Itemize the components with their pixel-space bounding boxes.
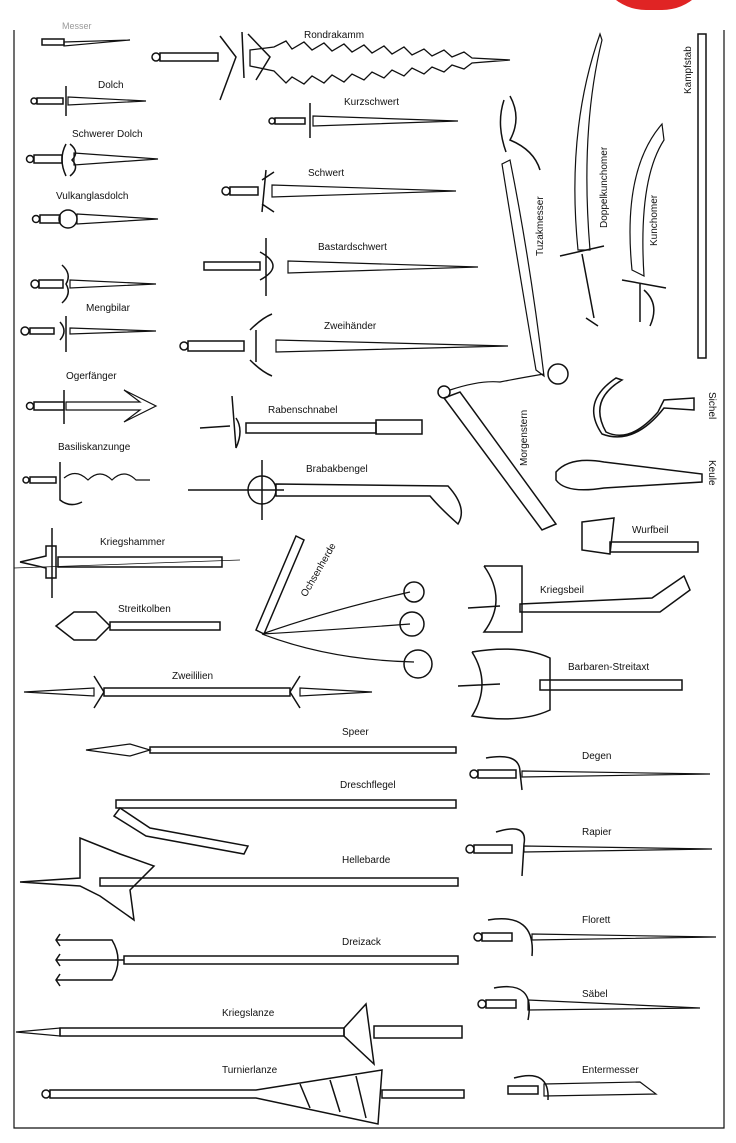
label-rondrakamm: Rondrakamm [304, 30, 365, 41]
mengbilar-drawing [20, 264, 157, 352]
label-wurfbeil: Wurfbeil [632, 525, 669, 536]
label-entermesser: Entermesser [582, 1065, 639, 1076]
ogerfaenger-drawing [25, 389, 158, 424]
label-kunchomer: Kunchomer [649, 194, 660, 246]
label-dolch: Dolch [98, 80, 124, 91]
rabenschnabel-drawing [199, 395, 423, 449]
brabakbengel-drawing [188, 460, 463, 526]
doppelkunchomer-drawing [559, 32, 605, 327]
label-bastardschwert: Bastardschwert [318, 242, 387, 253]
label-schwert: Schwert [308, 168, 345, 179]
label-speer: Speer [342, 727, 369, 738]
label-kampfstab: Kampfstab [683, 46, 694, 94]
keule-drawing [555, 459, 703, 491]
label-messer: Messer [62, 21, 92, 31]
kriegsbeil-drawing [467, 565, 691, 633]
rapier-drawing [465, 828, 713, 877]
kampfstab-drawing [697, 33, 707, 359]
label-rapier: Rapier [582, 827, 612, 838]
schwerer-dolch-drawing [25, 143, 159, 177]
label-kriegsbeil: Kriegsbeil [540, 585, 584, 596]
label-doppelkunchomer: Doppelkunchomer [599, 146, 610, 228]
schwert-drawing [221, 169, 457, 213]
label-dreizack: Dreizack [342, 937, 381, 948]
kunchomer-drawing [621, 122, 667, 327]
tuzakmesser-drawing [499, 95, 545, 378]
label-degen: Degen [582, 751, 612, 762]
degen-drawing [469, 755, 711, 791]
rondrakamm-drawing [151, 31, 511, 101]
entermesser-drawing [507, 1074, 658, 1101]
label-sichel: Sichel [706, 392, 717, 420]
wurfbeil-drawing [581, 517, 699, 555]
hellebarde-drawing [19, 836, 459, 922]
label-barbaren-streitaxt: Barbaren-Streitaxt [568, 662, 650, 673]
ochsenherde-drawing [255, 534, 433, 679]
corner-badge [596, 0, 712, 10]
label-kriegshammer: Kriegshammer [100, 537, 166, 548]
barbaren-streitaxt-drawing [457, 648, 683, 720]
label-kurzschwert: Kurzschwert [344, 97, 400, 108]
label-schwerer-dolch: Schwerer Dolch [72, 129, 143, 140]
label-rabenschnabel: Rabenschnabel [268, 405, 338, 416]
basiliskenzunge-drawing [22, 462, 150, 506]
label-turnierlanze: Turnierlanze [222, 1065, 278, 1076]
label-zweililien: Zweililien [172, 671, 214, 682]
streitkolben-drawing [54, 611, 221, 641]
florett-drawing [473, 918, 717, 957]
dreschflegel-drawing [112, 799, 457, 855]
label-vulkanglasdolch: Vulkanglasdolch [56, 191, 129, 202]
dreizack-drawing [55, 933, 459, 987]
kriegslanze-drawing [15, 1002, 463, 1066]
kurzschwert-drawing [268, 103, 459, 138]
morgenstern-drawing [437, 363, 569, 531]
label-keule: Keule [706, 460, 717, 486]
label-morgenstern: Morgenstern [519, 409, 530, 466]
speer-drawing [85, 743, 457, 757]
label-ogerfaenger: Ogerfänger [66, 371, 117, 382]
label-dreschflegel: Dreschflegel [340, 780, 396, 791]
dolch-drawing [30, 86, 147, 116]
label-kriegslanze: Kriegslanze [222, 1008, 275, 1019]
label-mengbilar: Mengbilar [86, 303, 130, 314]
zweililien-drawing [23, 675, 373, 709]
label-tuzakmesser: Tuzakmesser [535, 196, 546, 256]
saebel-drawing [477, 986, 701, 1021]
turnierlanze-drawing [41, 1069, 465, 1125]
label-basiliskenzunge: Basiliskanzunge [58, 442, 131, 453]
label-zweihaender: Zweihänder [324, 321, 377, 332]
label-florett: Florett [582, 915, 611, 926]
vulkanglasdolch-drawing [31, 209, 159, 229]
label-brabakbengel: Brabakbengel [306, 464, 368, 475]
label-hellebarde: Hellebarde [342, 855, 391, 866]
messer-drawing [41, 38, 131, 47]
kriegshammer-drawing [19, 528, 223, 598]
zweihaender-drawing [179, 313, 509, 377]
label-streitkolben: Streitkolben [118, 604, 171, 615]
label-saebel: Säbel [582, 989, 608, 1000]
sichel-drawing [593, 377, 695, 438]
bastardschwert-drawing [203, 238, 479, 296]
